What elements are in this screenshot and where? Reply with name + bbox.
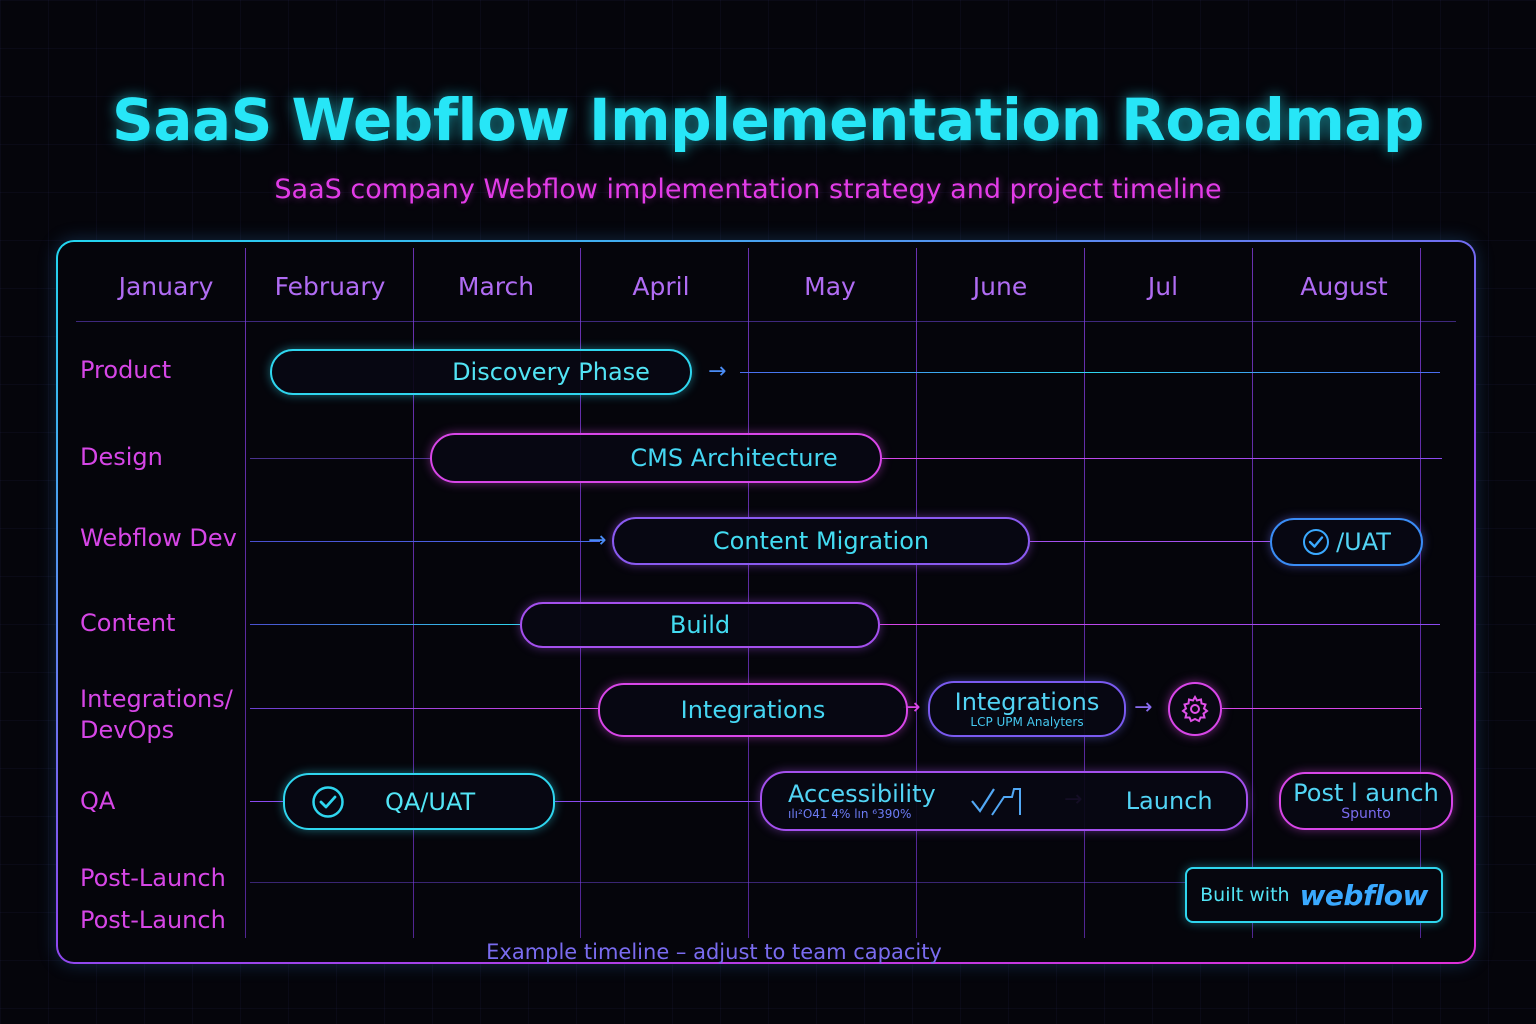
connector-line — [250, 624, 520, 625]
connector-line — [555, 801, 760, 802]
connector-line — [880, 624, 1440, 625]
row-label-integrations-line2: DevOps — [80, 716, 175, 744]
accessibility-block: Accessibility ılı²O41 4% lın ⁶390% — [788, 781, 936, 821]
task-label: Integrations — [954, 688, 1100, 716]
task-sublabel: Spunto — [1341, 806, 1391, 822]
built-with-label: Built with — [1200, 884, 1290, 906]
footnote: Example timeline – adjust to team capaci… — [486, 940, 942, 964]
connector-line — [250, 541, 600, 542]
task-label: QA/UAT — [385, 787, 476, 816]
gear-icon[interactable] — [1168, 682, 1222, 736]
arrow-right-icon: → — [588, 528, 607, 553]
task-label: Post l aunch — [1293, 779, 1439, 807]
task-integrations[interactable]: Integrations — [598, 683, 908, 737]
grid-line — [413, 248, 414, 938]
month-january: January — [118, 272, 214, 301]
month-august: August — [1300, 272, 1388, 301]
task-accessibility-launch[interactable]: Accessibility ılı²O41 4% lın ⁶390% Launc… — [760, 771, 1248, 831]
row-label-post-launch-1: Post-Launch — [80, 864, 226, 892]
built-with-webflow-badge[interactable]: Built with webflow — [1185, 867, 1443, 923]
task-label: Integrations — [680, 696, 826, 724]
grid-line — [1252, 248, 1253, 938]
grid-line — [580, 248, 581, 938]
grid-line — [245, 248, 246, 938]
task-label: Accessibility — [788, 780, 936, 808]
month-june: June — [972, 272, 1028, 301]
row-label-qa: QA — [80, 787, 116, 815]
grid-line — [1084, 248, 1085, 938]
connector-line — [250, 708, 600, 709]
webflow-logo: webflow — [1299, 878, 1429, 912]
row-label-webflow-dev: Webflow Dev — [80, 524, 237, 552]
connector-line — [250, 882, 1185, 883]
connector-line — [882, 458, 1442, 459]
month-march: March — [457, 272, 535, 301]
task-discovery-phase[interactable]: Discovery Phase — [270, 349, 692, 395]
grid-line — [1420, 248, 1421, 938]
row-label-integrations: Integrations/ DevOps — [80, 684, 233, 746]
arrow-right-icon: → — [708, 359, 727, 384]
task-content-migration[interactable]: Content Migration — [612, 517, 1030, 565]
chart-check-icon — [970, 783, 1022, 819]
connector-line — [250, 801, 284, 802]
task-integrations-analytics[interactable]: Integrations LCP UPM Analyters — [928, 681, 1126, 737]
task-label: Build — [669, 611, 731, 639]
row-label-content: Content — [80, 609, 176, 637]
task-uat-badge[interactable]: /UAT — [1270, 518, 1423, 566]
task-label-launch: Launch — [1125, 787, 1213, 815]
task-qa-uat[interactable]: QA/UAT — [283, 773, 555, 830]
month-jul: Jul — [1147, 272, 1179, 301]
arrow-right-icon: → — [1134, 695, 1153, 720]
task-cms-architecture[interactable]: CMS Architecture — [430, 433, 882, 483]
page-subtitle: SaaS company Webflow implementation stra… — [274, 174, 1222, 205]
row-label-post-launch-2: Post-Launch — [80, 906, 226, 934]
row-label-design: Design — [80, 443, 163, 471]
grid-line — [916, 248, 917, 938]
connector-line — [1030, 541, 1270, 542]
task-build[interactable]: Build — [520, 602, 880, 648]
header-divider — [76, 321, 1456, 322]
page-title: SaaS Webflow Implementation Roadmap — [112, 86, 1424, 154]
month-february: February — [274, 272, 386, 301]
connector-line — [740, 372, 1440, 373]
task-label: Content Migration — [712, 527, 930, 555]
task-sublabel: ılı²O41 4% lın ⁶390% — [788, 807, 912, 821]
month-april: April — [632, 272, 690, 301]
task-post-launch[interactable]: Post l aunch Spunto — [1279, 772, 1453, 830]
check-circle-icon — [311, 785, 345, 819]
check-circle-icon — [1302, 528, 1330, 556]
row-label-integrations-line1: Integrations/ — [80, 685, 233, 713]
task-label: CMS Architecture — [630, 444, 838, 472]
task-label: Discovery Phase — [452, 358, 650, 386]
task-sublabel: LCP UPM Analyters — [970, 715, 1084, 729]
grid-line — [748, 248, 749, 938]
row-label-product: Product — [80, 356, 172, 384]
month-may: May — [804, 272, 856, 301]
connector-line — [250, 458, 430, 459]
connector-line — [1222, 708, 1422, 709]
task-label: /UAT — [1336, 528, 1391, 556]
